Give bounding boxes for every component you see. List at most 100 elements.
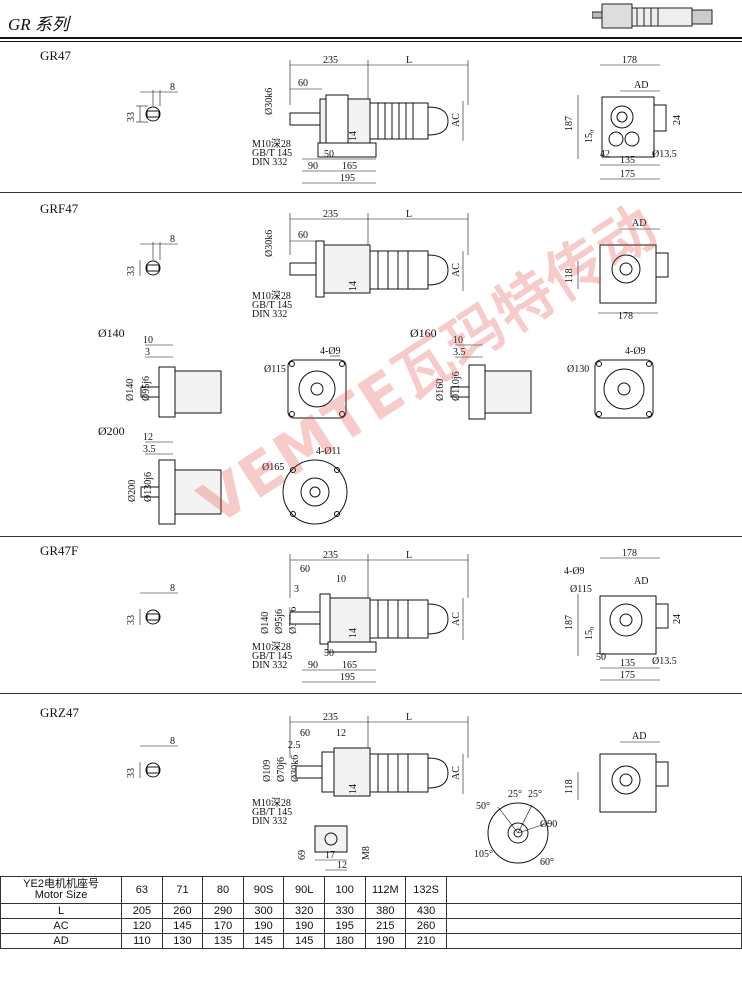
dim-dia-200: Ø200 <box>127 480 138 502</box>
header-label-en: Motor Size <box>34 889 88 901</box>
dim-235: 235 <box>323 550 338 561</box>
angle-105: 105° <box>474 849 493 860</box>
dim-175: 175 <box>620 169 635 180</box>
table-empty-cell <box>445 876 742 904</box>
dim-dia-115: Ø115 <box>570 584 592 595</box>
section-divider <box>0 693 742 694</box>
grf47-end-view: AD 118 178 <box>564 218 669 322</box>
dim-178: 178 <box>622 548 637 559</box>
angle-50: 50° <box>476 801 490 812</box>
table-header-row: YE2电机机座号 Motor Size 63 71 80 90S 90L 100… <box>0 876 742 904</box>
dim-dia-160: Ø160 <box>435 379 446 401</box>
dim-2-5: 2.5 <box>288 740 301 751</box>
dim-24: 24 <box>672 614 683 624</box>
dim-69: 69 <box>297 850 308 860</box>
shaft-key-detail: 8 33 <box>126 583 178 625</box>
dim-AC: AC <box>451 263 462 277</box>
row-label: L <box>0 903 123 919</box>
flange-160-end-view: 4-Ø9 Ø130 <box>567 346 654 419</box>
dim-L: L <box>406 55 412 66</box>
dim-L: L <box>406 209 412 220</box>
header-rule-thin <box>0 41 742 42</box>
table-cell: 120 <box>121 918 163 934</box>
dim-shaft-dia: Ø30k6 <box>264 88 275 115</box>
dim-AD: AD <box>634 576 648 587</box>
angle-25b: 25° <box>528 789 542 800</box>
table-cell: 135 <box>202 933 244 949</box>
dim-AC: AC <box>451 766 462 780</box>
dim-118: 118 <box>564 268 575 283</box>
dim-dia-95: Ø95j6 <box>274 609 285 634</box>
dim-235: 235 <box>323 712 338 723</box>
table-cell: 260 <box>405 918 447 934</box>
dim-dia-109: Ø109 <box>262 760 273 782</box>
flange-140-side-view: 10 3 Ø140 Ø95j6 <box>125 335 222 418</box>
flange-160-side-view: 10 3.5 Ø160 Ø110j6 <box>435 335 532 420</box>
dim-24: 24 <box>672 115 683 125</box>
dim-150: 15₀ <box>584 626 595 640</box>
table-cell: 205 <box>121 903 163 919</box>
dim-key-width: 8 <box>170 234 175 245</box>
angle-60: 60° <box>540 857 554 868</box>
dim-shaft-height: 33 <box>126 266 137 276</box>
table-row: AC 120 145 170 190 190 195 215 260 <box>0 918 742 934</box>
std-thread: M10深28 <box>252 641 291 653</box>
table-cell: 320 <box>283 903 325 919</box>
dim-187: 187 <box>564 116 575 131</box>
dim-118: 118 <box>564 779 575 794</box>
table-cell: 190 <box>364 933 407 949</box>
table-empty-cell <box>445 918 742 934</box>
header-rule <box>0 37 742 39</box>
table-cell: 145 <box>242 933 285 949</box>
table-cell: 260 <box>161 903 204 919</box>
dim-195: 195 <box>340 672 355 683</box>
table-cell: 190 <box>283 918 325 934</box>
dim-3-5: 3.5 <box>143 444 156 455</box>
dim-90: 90 <box>308 161 318 172</box>
size-cell: 63 <box>121 876 163 904</box>
gr47f-end-view: 178 4-Ø9 AD Ø115 187 15₀ 24 50 Ø13.5 135… <box>564 548 683 681</box>
dim-50: 50 <box>324 149 334 160</box>
series-title: GR 系列 <box>8 15 69 34</box>
model-label-gr47: GR47 <box>40 48 72 63</box>
table-cell: 195 <box>323 918 366 934</box>
dim-dia-95: Ø95j6 <box>141 376 152 401</box>
page-header: GR 系列 <box>0 0 742 42</box>
dim-key-width: 8 <box>170 736 175 747</box>
std-gb: GB/T 145 <box>252 148 292 159</box>
std-din: DIN 332 <box>252 309 287 320</box>
dim-165: 165 <box>342 660 357 671</box>
std-thread: M10深28 <box>252 797 291 809</box>
dim-178: 178 <box>622 55 637 66</box>
dim-13-5: Ø13.5 <box>652 656 677 667</box>
model-label-grf47: GRF47 <box>40 201 79 216</box>
dim-235: 235 <box>323 209 338 220</box>
dim-AD: AD <box>632 218 646 229</box>
dim-235: 235 <box>323 55 338 66</box>
dim-90: 90 <box>308 660 318 671</box>
header-label-cn: YE2电机机座号 <box>23 878 99 890</box>
size-cell: 80 <box>202 876 244 904</box>
dim-12: 12 <box>143 432 153 443</box>
dim-AD: AD <box>632 731 646 742</box>
dim-dia-110: Ø110j6 <box>451 371 462 401</box>
std-thread: M10深28 <box>252 138 291 150</box>
table-cell: 170 <box>202 918 244 934</box>
grz47-side-view: 235 L 60 12 2.5 Ø109 Ø70j6 Ø30k6 AC 14 M… <box>252 712 469 827</box>
table-cell: 145 <box>161 918 204 934</box>
dim-17: 17 <box>325 850 335 861</box>
gr47-end-view: 178 AD 187 15₀ 24 42 Ø13.5 135 175 <box>564 55 683 180</box>
table-cell: 110 <box>121 933 163 949</box>
row-label: AC <box>0 918 123 934</box>
dim-10: 10 <box>336 574 346 585</box>
std-din: DIN 332 <box>252 157 287 168</box>
shaft-key-detail: 8 33 <box>126 234 178 276</box>
dim-dia-130: Ø130 <box>567 364 589 375</box>
dim-14: 14 <box>348 784 359 794</box>
table-cell: 290 <box>202 903 244 919</box>
dim-3: 3 <box>145 347 150 358</box>
dim-3-5: 3.5 <box>453 347 466 358</box>
std-din: DIN 332 <box>252 660 287 671</box>
dim-dia-130: Ø130j6 <box>143 472 154 502</box>
dim-shaft-height: 33 <box>126 615 137 625</box>
